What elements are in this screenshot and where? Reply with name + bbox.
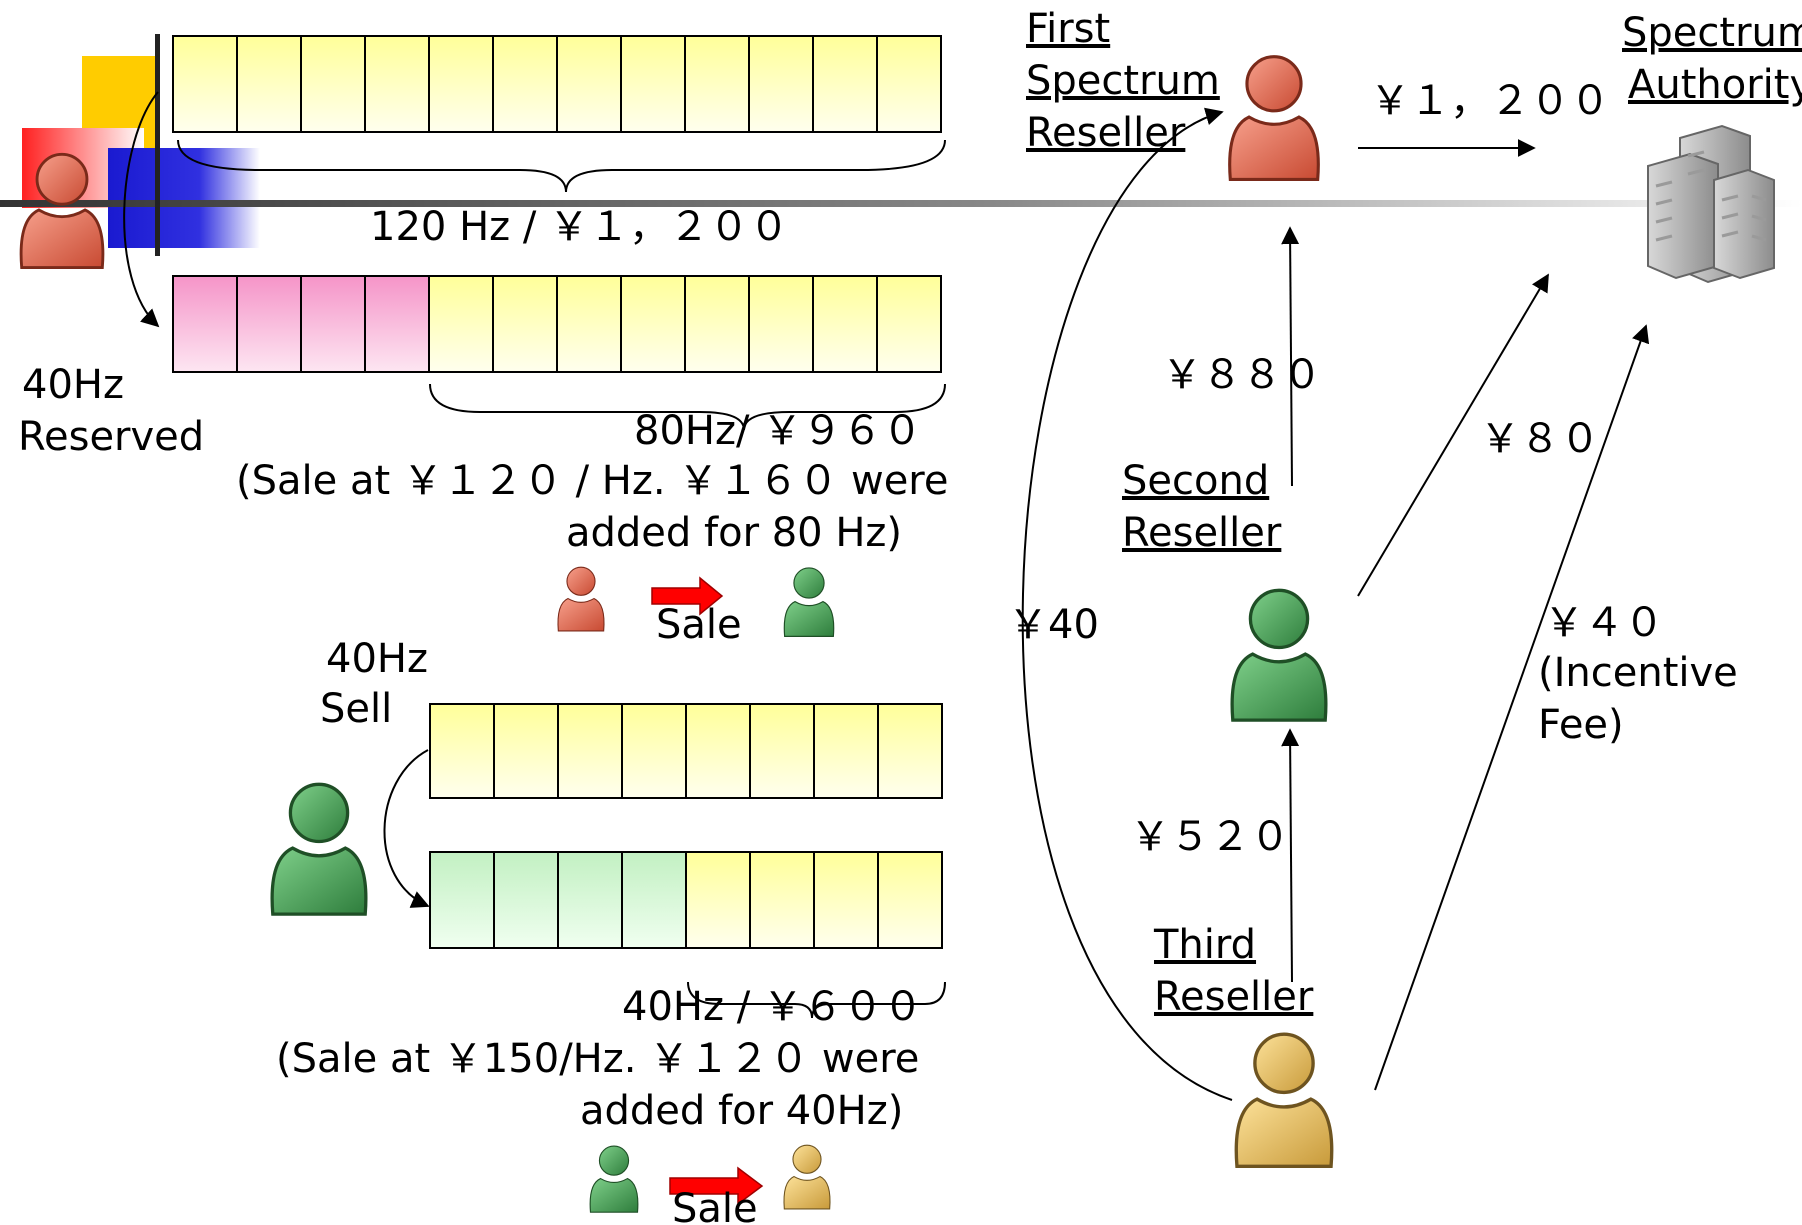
spectrum-slot (813, 703, 879, 799)
spectrum-slot (556, 35, 622, 133)
spectrum-slot (492, 275, 558, 373)
arrow-second-to-first (1281, 226, 1300, 487)
authority-label-1: Spectrum (1622, 10, 1802, 56)
spectrum-slot (236, 35, 302, 133)
sell-arrow (383, 749, 430, 908)
small-green-person-icon-2 (589, 1145, 639, 1213)
arrow-third-to-first (1021, 107, 1233, 1101)
third-reseller-label-1: Third (1153, 922, 1256, 968)
first-reseller-label-2: Spectrum (1026, 58, 1220, 104)
horizontal-rule (0, 200, 1802, 207)
band-40hz (429, 851, 943, 949)
spectrum-slot (556, 275, 622, 373)
vertical-rule (155, 34, 160, 256)
brace-120hz (177, 139, 946, 193)
spectrum-slot (876, 35, 942, 133)
band3-total: 40Hz / ￥６００ (622, 984, 923, 1030)
spectrum-slot (812, 35, 878, 133)
spectrum-slot (876, 275, 942, 373)
authority-label-2: Authority (1628, 62, 1802, 108)
spectrum-slot (300, 275, 366, 373)
spectrum-slot (684, 275, 750, 373)
seller-person-icon (270, 782, 368, 916)
band3-note-2: added for 40Hz) (580, 1088, 903, 1134)
spectrum-slot (748, 275, 814, 373)
payment-third-to-authority-3: Fee) (1538, 702, 1624, 748)
payment-second-to-authority: ￥８０ (1480, 416, 1600, 462)
authority-building-icon (1647, 124, 1775, 284)
spectrum-slot (493, 851, 559, 949)
sale-arrow-icon-2 (669, 1166, 764, 1206)
payment-third-to-first: ￥40 (1008, 602, 1099, 648)
band1-total: 120 Hz / ￥１，２００ (370, 204, 789, 250)
spectrum-slot (172, 35, 238, 133)
payment-first-to-authority: ￥１，２００ (1370, 78, 1610, 124)
spectrum-slot (685, 851, 751, 949)
band2-note-1: (Sale at ￥１２０ / Hz. ￥１６０ were (236, 458, 948, 504)
arrow-second-to-authority (1357, 273, 1549, 597)
band2-note-2: added for 80 Hz) (566, 510, 902, 556)
spectrum-slot (493, 703, 559, 799)
spectrum-slot (684, 35, 750, 133)
spectrum-slot (557, 851, 623, 949)
spectrum-slot (428, 35, 494, 133)
arrow-third-to-second (1281, 728, 1300, 983)
reserve-arrow (123, 91, 160, 328)
second-reseller-person-icon (1230, 588, 1328, 722)
reserved-label-2: Reserved (18, 414, 204, 460)
spectrum-slot (685, 703, 751, 799)
spectrum-slot (813, 851, 879, 949)
reserved-label-1: 40Hz (22, 362, 124, 408)
sell-label-2: Sell (320, 686, 392, 732)
second-reseller-label-2: Reseller (1122, 510, 1282, 556)
first-reseller-person-icon (1228, 55, 1320, 182)
payment-second-to-first: ￥８８０ (1162, 352, 1322, 398)
third-reseller-person-icon (1234, 1032, 1334, 1169)
brace-40hz (687, 981, 946, 1019)
band-sell-source (429, 703, 943, 799)
spectrum-slot (877, 851, 943, 949)
first-reseller-label-1: First (1026, 6, 1110, 52)
spectrum-slot (621, 703, 687, 799)
band-80hz (172, 275, 942, 373)
sale-label: Sale (656, 602, 742, 648)
spectrum-slot (749, 851, 815, 949)
payment-third-to-authority-2: (Incentive (1538, 650, 1738, 696)
sale-arrow-icon (651, 576, 724, 616)
small-tan-person-icon (783, 1144, 831, 1210)
arrow-third-to-authority (1374, 324, 1650, 1091)
spectrum-slot (812, 275, 878, 373)
payment-third-to-authority-1: ￥４０ (1544, 600, 1664, 646)
band2-total: 80Hz/ ￥９６０ (634, 408, 922, 454)
sell-label-1: 40Hz (326, 636, 428, 682)
small-red-person-icon (557, 566, 605, 632)
band-120hz (172, 35, 942, 133)
spectrum-slot (620, 275, 686, 373)
spectrum-slot (492, 35, 558, 133)
spectrum-slot (429, 851, 495, 949)
spectrum-slot (428, 275, 494, 373)
third-reseller-label-2: Reseller (1154, 974, 1314, 1020)
spectrum-slot (429, 703, 495, 799)
spectrum-slot (364, 275, 430, 373)
spectrum-slot (364, 35, 430, 133)
spectrum-slot (620, 35, 686, 133)
spectrum-slot (172, 275, 238, 373)
spectrum-slot (749, 703, 815, 799)
spectrum-slot (557, 703, 623, 799)
payment-third-to-second: ￥５２０ (1130, 814, 1290, 860)
band3-note-1: (Sale at ￥150/Hz. ￥１２０ were (276, 1036, 919, 1082)
first-reseller-label-3: Reseller (1026, 110, 1186, 156)
spectrum-slot (300, 35, 366, 133)
spectrum-slot (877, 703, 943, 799)
sale-label-2: Sale (672, 1186, 758, 1225)
blue-block (108, 148, 260, 248)
spectrum-slot (748, 35, 814, 133)
second-reseller-label-1: Second (1122, 458, 1269, 504)
spectrum-slot (236, 275, 302, 373)
brace-80hz (429, 383, 946, 431)
small-green-person-icon (783, 567, 835, 637)
spectrum-slot (621, 851, 687, 949)
